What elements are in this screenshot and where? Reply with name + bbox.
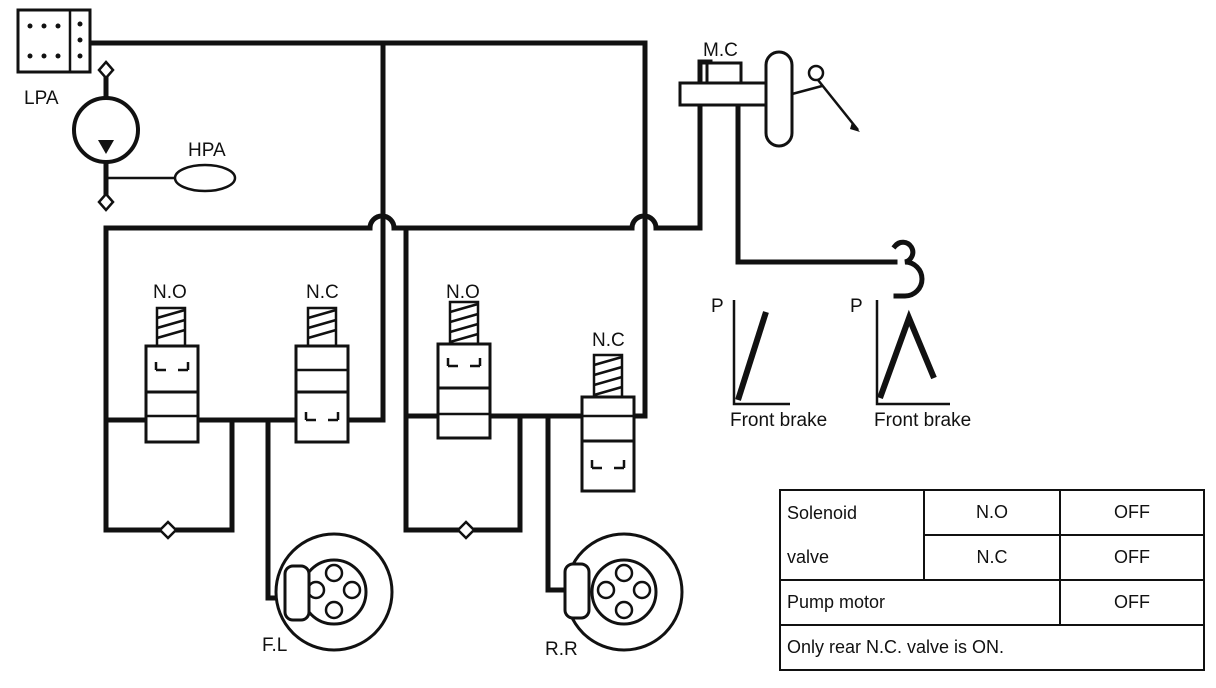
wheel-rear-right <box>563 532 684 652</box>
graph-1-caption: Front brake <box>730 410 827 431</box>
table-note: Only rear N.C. valve is ON. <box>779 624 1205 671</box>
nc-state: OFF <box>1059 534 1205 581</box>
pressure-graph-1: P Front brake <box>711 296 827 431</box>
mc-label: M.C <box>703 40 738 61</box>
hpa-accumulator <box>173 163 237 193</box>
check-valve-rear-return <box>456 520 476 540</box>
valve-no-rear <box>436 300 492 440</box>
valve-no-front <box>144 306 200 444</box>
check-valve-lpa <box>97 60 115 80</box>
no-rear-label: N.O <box>446 282 480 303</box>
valve-nc-front <box>294 306 350 444</box>
check-valve-pump-out <box>97 192 115 212</box>
fl-label: F.L <box>262 635 287 656</box>
no-state: OFF <box>1059 489 1205 536</box>
valve-nc-rear <box>580 353 636 493</box>
wheel-front-left <box>274 532 394 652</box>
pressure-graph-2: P Front brake <box>850 296 971 431</box>
solenoid-label-1: Solenoid <box>779 489 925 535</box>
graph-2-axis: P <box>850 296 863 317</box>
no-front-label: N.O <box>153 282 187 303</box>
solenoid-label-2: valve <box>779 535 925 581</box>
lpa-label: LPA <box>24 88 59 109</box>
lpa-accumulator <box>16 8 92 74</box>
master-cylinder <box>678 50 860 148</box>
graph-2-caption: Front brake <box>874 410 971 431</box>
pump-state: OFF <box>1059 579 1205 626</box>
rr-label: R.R <box>545 639 578 660</box>
brake-hose-curl <box>891 239 925 299</box>
nc-rear-label: N.C <box>592 330 625 351</box>
graph-1-axis: P <box>711 296 724 317</box>
no-cell: N.O <box>923 489 1061 536</box>
nc-front-label: N.C <box>306 282 339 303</box>
check-valves <box>97 60 476 540</box>
check-valve-front-return <box>158 520 178 540</box>
status-table: Solenoid N.O OFF valve N.C OFF Pump moto… <box>779 489 1205 671</box>
hpa-label: HPA <box>188 140 226 161</box>
nc-cell: N.C <box>923 534 1061 581</box>
pump-icon <box>72 96 140 164</box>
pump-motor-cell: Pump motor <box>779 579 1061 626</box>
